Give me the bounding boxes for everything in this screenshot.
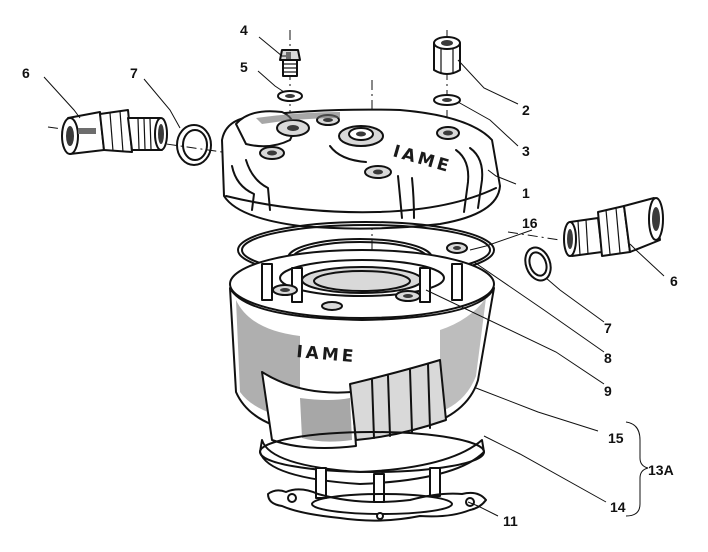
callout-13a: 13A — [648, 462, 674, 478]
callout-11: 11 — [503, 513, 518, 529]
callout-8: 8 — [604, 350, 612, 366]
part-7-right-oring — [524, 246, 552, 282]
part-5-washer — [277, 90, 303, 102]
part-6-right-fitting — [563, 197, 664, 257]
part-7-left-oring — [176, 124, 212, 166]
callout-labels: 4 5 2 3 1 6 7 16 6 7 8 9 15 13A 14 11 — [22, 22, 678, 529]
callout-9: 9 — [604, 383, 612, 399]
callout-1: 1 — [522, 185, 530, 201]
callout-6-right: 6 — [670, 273, 678, 289]
callout-6-left: 6 — [22, 65, 30, 81]
callout-16: 16 — [522, 215, 538, 231]
cylinder-body — [229, 249, 495, 503]
callout-7-left: 7 — [130, 65, 138, 81]
part-6-left-fitting — [61, 109, 168, 155]
callout-7-right: 7 — [604, 320, 612, 336]
part-2-hex-nut — [433, 36, 461, 75]
callout-15: 15 — [608, 430, 624, 446]
part-11-base-gasket — [267, 488, 487, 522]
part-3-washer — [433, 94, 461, 106]
callout-2: 2 — [522, 102, 530, 118]
leader-lines — [43, 36, 665, 517]
part-1-cylinder-head — [221, 108, 501, 230]
callout-4: 4 — [240, 22, 248, 38]
callout-14: 14 — [610, 499, 626, 515]
callout-5: 5 — [240, 59, 248, 75]
part-4-bolt — [279, 49, 301, 77]
callout-3: 3 — [522, 143, 530, 159]
